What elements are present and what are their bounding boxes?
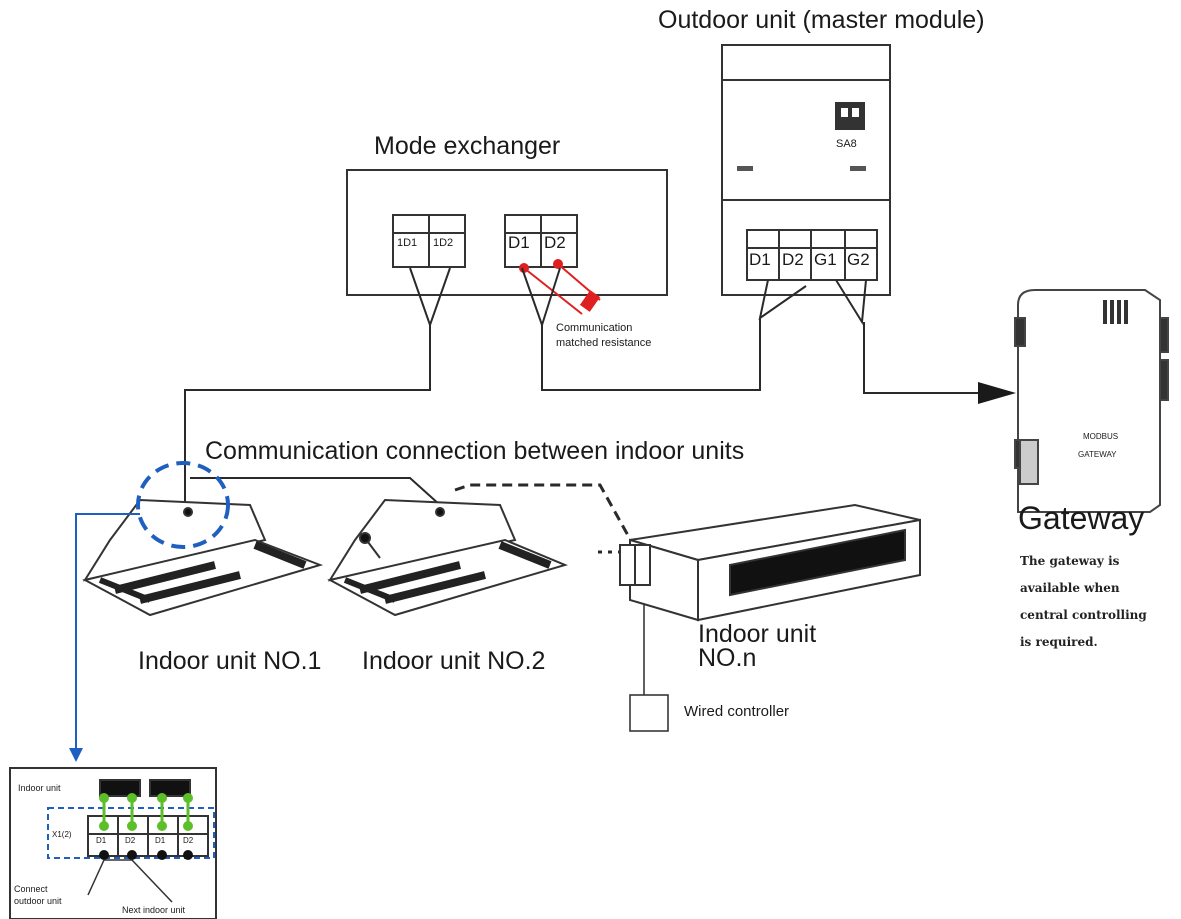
indoor-unit-1-label: Indoor unit NO.1 (138, 647, 322, 675)
outdoor-unit-title: Outdoor unit (master module) (658, 6, 985, 34)
indoor-unit-2 (327, 498, 568, 617)
gateway-note: The gateway is available when central co… (1020, 548, 1147, 656)
wired-controller-label: Wired controller (684, 703, 790, 720)
resistance-label-2: matched resistance (556, 337, 652, 349)
arrow-to-gateway-icon (978, 382, 1016, 404)
detail-terminal-2: D2 (125, 836, 136, 845)
gateway-note-line: is required. (1020, 635, 1098, 649)
indoor-unit-1 (82, 498, 324, 617)
outdoor-terminal-d2: D2 (782, 250, 804, 269)
green-wires (102, 796, 190, 826)
gateway-note-line: The gateway is (1020, 554, 1120, 568)
mode-exchanger-title: Mode exchanger (374, 132, 561, 160)
gateway-device-label-1: MODBUS (1083, 432, 1119, 441)
mode-terminal-d2: D2 (544, 233, 566, 252)
detail-next-label: Next indoor unit (122, 905, 186, 915)
indoor-unit-2-label: Indoor unit NO.2 (362, 647, 546, 675)
indoor-unit-n (619, 503, 921, 622)
gateway-note-line: central controlling (1020, 608, 1147, 622)
mode-terminal-d1: D1 (508, 233, 530, 252)
detail-leader-lines (87, 859, 173, 903)
detail-side-label: X1(2) (52, 830, 72, 839)
black-dots (99, 850, 193, 860)
gateway-device-label-2: GATEWAY (1078, 450, 1117, 459)
detail-terminal-3: D1 (155, 836, 166, 845)
outdoor-terminal-g1: G1 (814, 250, 837, 269)
gateway-title: Gateway (1018, 500, 1145, 536)
outdoor-terminal-d1: D1 (749, 250, 771, 269)
indoor-unit-n-label-2: NO.n (698, 644, 757, 672)
detail-connect-label-1: Connect (14, 884, 48, 894)
resistance-label-1: Communication (556, 322, 633, 334)
indoor-unit-n-label-1: Indoor unit (698, 620, 817, 648)
detail-indoor-unit-label: Indoor unit (18, 783, 61, 793)
terminal-1d2: 1D2 (433, 237, 454, 249)
detail-terminal-1: D1 (96, 836, 107, 845)
mode-exchanger (346, 169, 668, 296)
detail-arrow-head-icon (69, 748, 83, 762)
outdoor-unit (721, 44, 891, 296)
terminal-1d1: 1D1 (397, 237, 418, 249)
detail-terminal-4: D2 (183, 836, 194, 845)
gateway-note-line: available when (1020, 581, 1120, 595)
outdoor-terminal-g2: G2 (847, 250, 870, 269)
sa8-label: SA8 (836, 138, 857, 150)
gateway-device (1014, 289, 1169, 513)
comm-connection-label: Communication connection between indoor … (205, 437, 745, 465)
green-dots (99, 793, 193, 831)
detail-connect-label-2: outdoor unit (14, 896, 62, 906)
highlight-circle (136, 461, 230, 549)
detail-arrow (75, 513, 140, 750)
